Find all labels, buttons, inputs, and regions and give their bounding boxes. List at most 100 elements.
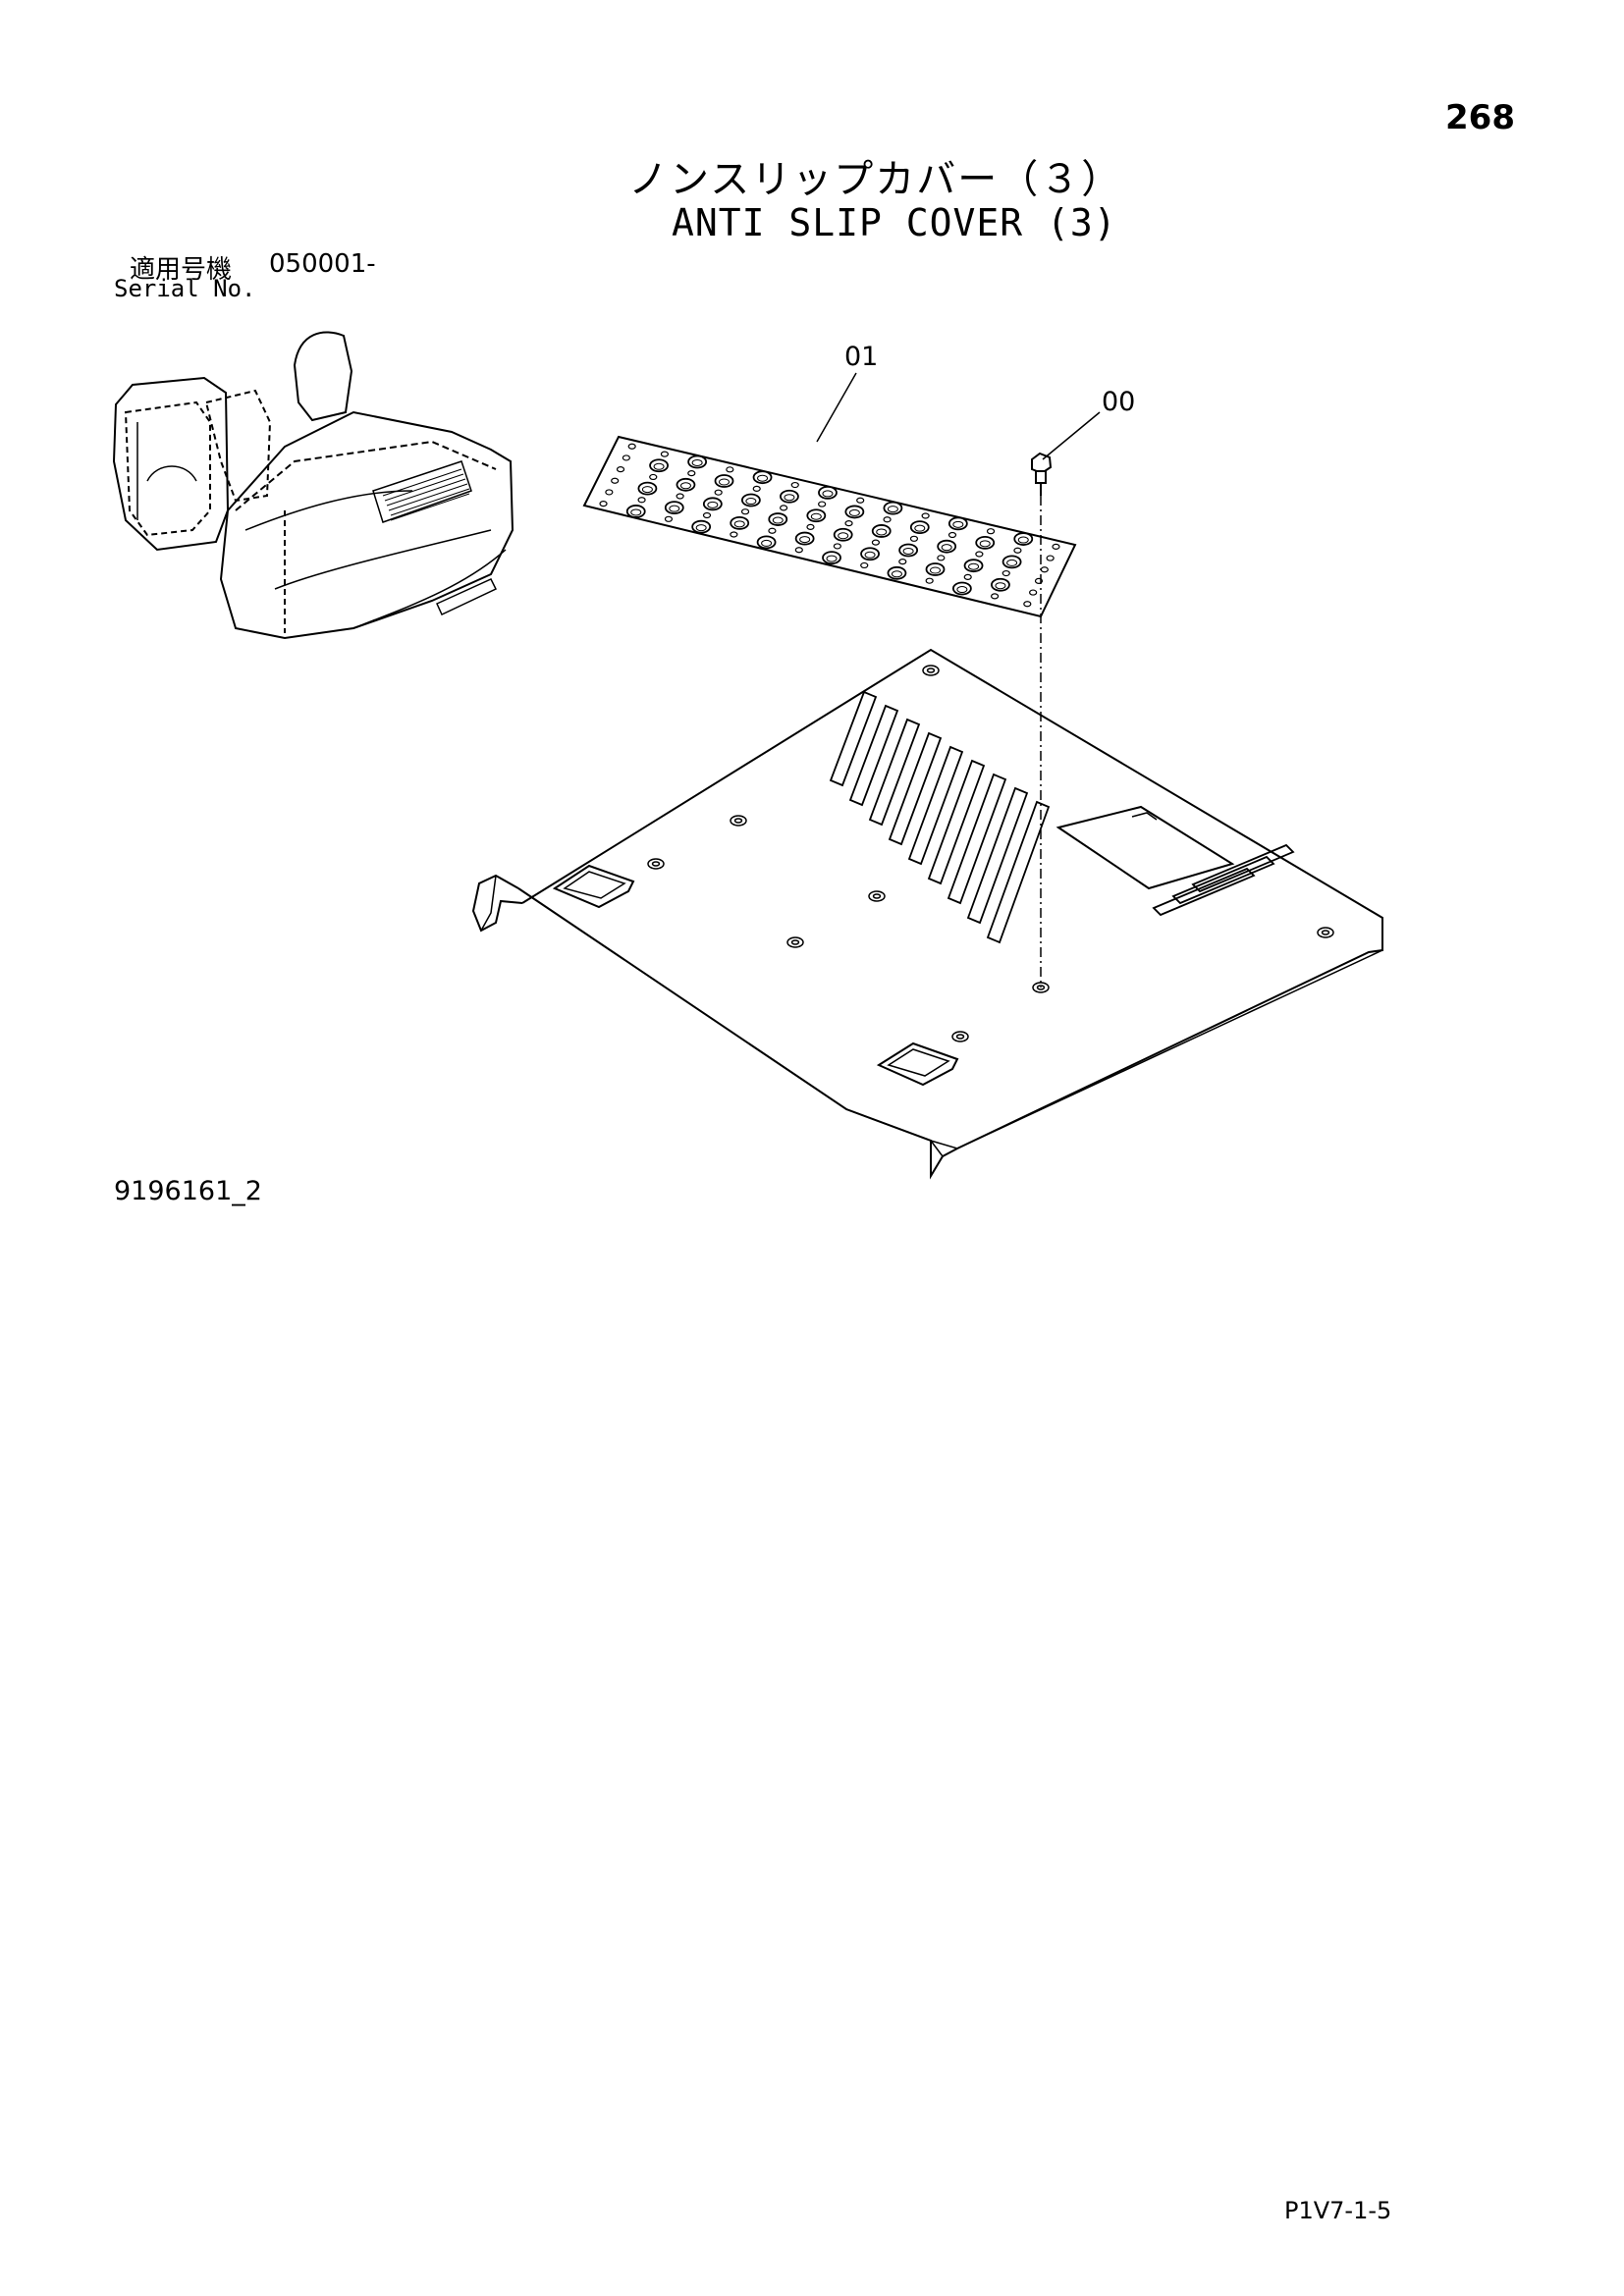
plate-hole <box>599 500 608 507</box>
plate-hole <box>637 497 646 504</box>
machine-overview-grille <box>382 468 470 521</box>
plate-hole <box>605 489 614 496</box>
plate-hole-inner <box>810 512 822 520</box>
plate-hole <box>768 527 777 534</box>
mounting-boss <box>951 1031 969 1042</box>
plate-hole-inner <box>679 482 691 490</box>
plate-hole <box>676 493 684 500</box>
plate-hole <box>752 485 761 492</box>
mounting-boss-hole <box>790 939 800 945</box>
figure-number: 9196161_2 <box>114 1176 262 1206</box>
plate-hole <box>611 477 620 484</box>
plate-hole <box>871 539 881 546</box>
plate-hole <box>1052 543 1060 551</box>
plate-hole <box>1040 566 1049 573</box>
plate-hole <box>909 535 919 542</box>
plate-hole-inner <box>891 570 902 578</box>
plate-hole-inner <box>772 516 784 524</box>
plate-hole <box>963 573 972 580</box>
plate-hole <box>990 593 1000 600</box>
plate-hole <box>779 505 788 511</box>
plate-hole-inner <box>968 562 980 570</box>
serial-value: 050001- <box>269 249 376 279</box>
plate-hole <box>975 551 984 558</box>
plate-hole-inner <box>653 462 665 470</box>
vent-slot <box>868 718 921 827</box>
plate-hole-inner <box>1006 559 1018 566</box>
plate-hole <box>921 512 930 519</box>
page-number: 268 <box>1445 98 1515 137</box>
vent-slot-lower <box>1171 855 1275 905</box>
plate-hole-inner <box>838 532 849 540</box>
plate-hole-inner <box>952 520 964 528</box>
vent-slot <box>888 731 943 846</box>
floor-cover-plate <box>471 648 1383 1180</box>
plate-hole-inner <box>822 490 834 498</box>
plate-hole-inner <box>864 551 876 559</box>
plate-hole-inner <box>941 544 952 552</box>
plate-hole-inner <box>979 540 991 548</box>
plate-hole <box>664 515 674 522</box>
mounting-boss-hole <box>1036 985 1046 990</box>
serial-label-japanese: 適用号機 <box>130 255 233 285</box>
vent-slot <box>986 800 1051 944</box>
callout-label-part-00: 00 <box>1102 387 1135 417</box>
title-english: ANTI SLIP COVER (3) <box>672 201 1117 244</box>
mounting-boss-hole <box>1321 930 1330 935</box>
plate-hole-inner <box>902 547 914 555</box>
plate-hole <box>726 466 734 473</box>
plate-hole <box>622 454 630 461</box>
plate-hole <box>818 501 827 507</box>
machine-overview-illustration <box>112 331 514 640</box>
mounting-boss <box>922 665 940 676</box>
plate-hole <box>856 497 865 504</box>
sheet-code: P1V7-1-5 <box>1284 2197 1392 2224</box>
mounting-boss-hole <box>872 893 882 899</box>
mounting-boss-hole <box>926 667 936 673</box>
plate-hole <box>649 473 658 481</box>
plate-hole <box>860 561 869 569</box>
plate-hole-inner <box>914 524 926 532</box>
vent-slot <box>966 786 1029 925</box>
plate-hole-inner <box>669 505 680 512</box>
leader-part-01 <box>816 372 857 443</box>
plate-hole <box>794 547 803 554</box>
plate-hole <box>702 511 712 519</box>
plate-hole-inner <box>826 555 838 562</box>
mounting-boss <box>1032 982 1050 993</box>
plate-hole <box>833 543 841 550</box>
plate-hole-inner <box>719 478 730 486</box>
callout-label-part-01: 01 <box>844 342 878 372</box>
anti-slip-plate <box>582 435 1077 618</box>
plate-hole-inner <box>848 508 860 516</box>
plate-hole <box>616 465 625 473</box>
plate-hole <box>1046 555 1055 561</box>
mounting-boss-hole <box>733 818 743 824</box>
plate-hole <box>1023 601 1032 608</box>
plate-hole-inner <box>630 508 642 516</box>
mounting-boss <box>868 890 886 902</box>
cover-ventilation-slots <box>829 690 1295 944</box>
plate-hole-inner <box>799 536 811 544</box>
plate-hole <box>740 508 750 515</box>
plate-hole <box>898 559 907 565</box>
mounting-boss <box>1317 927 1334 938</box>
plate-hole <box>1029 589 1038 596</box>
plate-hole-inner <box>691 458 703 466</box>
vent-slot <box>907 745 964 866</box>
plate-hole-inner <box>784 494 795 502</box>
mounting-boss-hole <box>651 861 661 867</box>
vent-slot <box>947 773 1007 905</box>
plate-hole <box>986 528 996 535</box>
plate-hole-inner <box>757 474 769 482</box>
plate-hole <box>1013 547 1022 554</box>
mounting-boss <box>647 858 665 870</box>
vent-slot-lower <box>1191 843 1295 893</box>
bolt <box>1031 452 1053 988</box>
plate-hole <box>937 555 946 561</box>
plate-hole-inner <box>887 506 898 513</box>
vent-slot <box>927 759 986 885</box>
serial-label-english: Serial No. <box>114 275 256 302</box>
leader-part-00 <box>1042 411 1101 460</box>
